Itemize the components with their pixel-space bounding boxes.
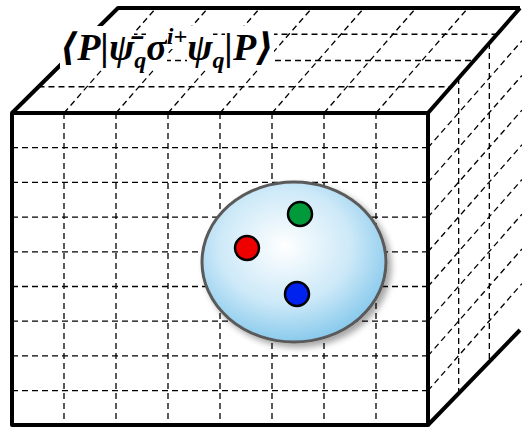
proton [202, 182, 386, 342]
formula-part: ⟨P|ψ̄ [60, 26, 134, 68]
formula-part: q [134, 47, 146, 73]
grid-line [489, 43, 490, 362]
grid-line [12, 390, 428, 391]
grid-line [39, 86, 452, 87]
formula-part: ψ [187, 26, 212, 68]
grid-line [220, 8, 312, 113]
grid-line [428, 110, 522, 217]
grid-line [428, 180, 522, 287]
grid-line [63, 113, 64, 425]
grid-line [324, 8, 416, 113]
grid-line [167, 113, 168, 425]
matrix-element: ⟨P|ψ̄qσi+ψq|P⟩ [60, 22, 274, 75]
front-face [12, 113, 428, 425]
grid-line [458, 78, 459, 393]
formula-part: |P⟩ [225, 26, 274, 68]
quark-green [288, 202, 312, 226]
grid-line [428, 145, 522, 252]
cube-outline [12, 8, 520, 425]
formula-part: σ [146, 26, 166, 68]
quark-blue [285, 282, 309, 306]
grid-line [376, 8, 468, 113]
top-face [12, 8, 520, 113]
grid-line [115, 113, 116, 425]
side-face [428, 8, 522, 425]
quark-red [235, 236, 259, 260]
lattice-grid [12, 8, 522, 425]
grid-line [428, 75, 522, 182]
grid-line [428, 214, 522, 321]
formula-part: q [213, 47, 225, 73]
formula-part: i+ [167, 23, 187, 49]
grid-line [12, 182, 428, 183]
grid-line [272, 8, 364, 113]
grid-line [12, 321, 428, 322]
